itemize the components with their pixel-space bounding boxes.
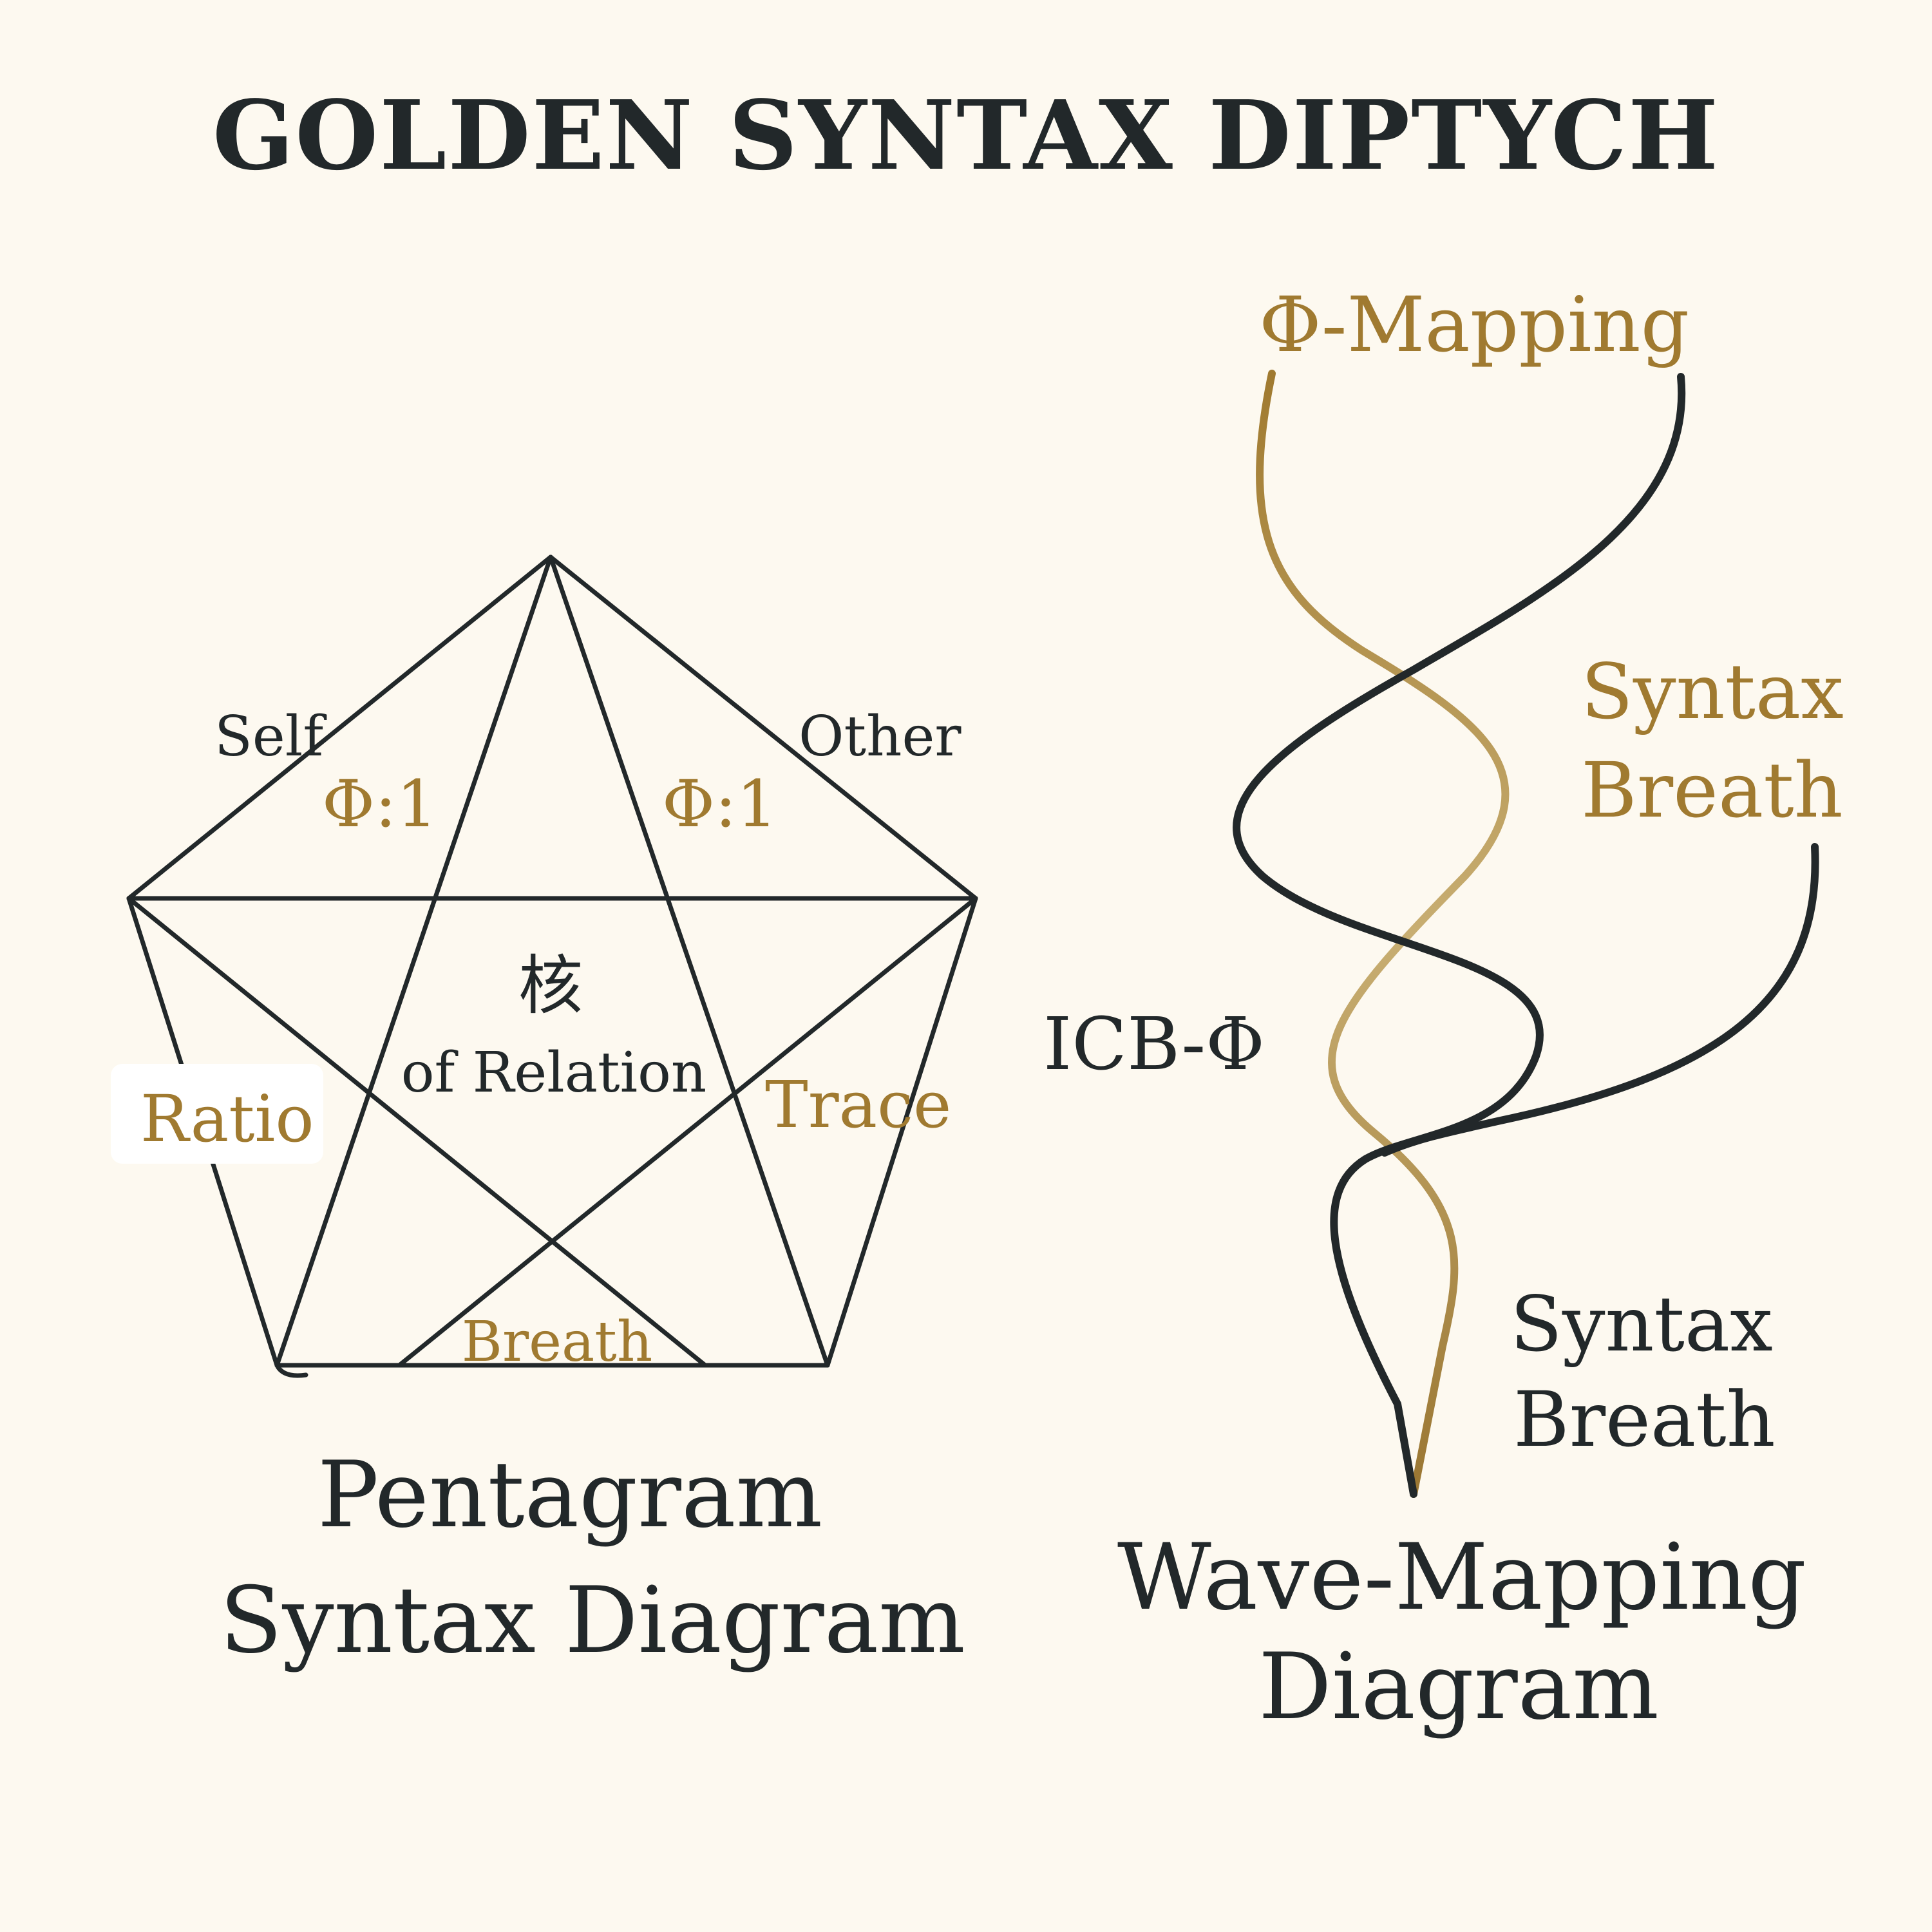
label-ratio: Ratio [140,1081,314,1157]
star-line-top-to-bottom-right [548,554,830,1368]
dark-wave-strand [1233,373,1686,1498]
wave-caption-line2: Diagram [1258,1634,1659,1740]
label-phi-ratio-left: Φ:1 [322,766,437,842]
label-icb-phi: ICB-Φ [1043,1003,1265,1086]
wave-caption-line1: Wave-Mapping [1117,1524,1806,1631]
label-syntax-breath-dark-line2: Breath [1513,1375,1776,1464]
pentagon-corner-flourish [274,1363,308,1378]
center-label: of Relation [401,1041,707,1105]
label-trace: Trace [765,1067,951,1142]
label-phi-mapping: Φ-Mapping [1259,280,1689,369]
gold-wave-strand [1256,370,1510,1498]
label-self: Self [214,705,327,769]
pentagram-caption-line1: Pentagram [317,1442,822,1548]
label-syntax-breath-gold-line1: Syntax [1581,647,1844,736]
pentagon-edge-right [825,896,978,1368]
label-syntax-breath-dark-line1: Syntax [1510,1280,1773,1368]
pentagon-edge-top-left [126,554,553,901]
pentagon-edge-top-right [548,554,978,901]
ratio-label-background [111,1064,323,1164]
label-phi-ratio-right: Φ:1 [662,766,777,842]
label-syntax-breath-gold-line2: Breath [1581,746,1843,835]
star-line-left-to-bottom [126,896,708,1368]
dark-tail-curve [1381,843,1819,1157]
label-other: Other [799,705,961,769]
center-kanji: 核 [518,948,583,1023]
star-line-right-to-bottom [397,896,978,1368]
star-line-top-to-bottom-left [274,554,553,1368]
wave-mapping-diagram: Φ-Mapping Syntax Breath ICB-Φ Syntax Bre… [1043,280,1844,1740]
pentagram-caption-line2: Syntax Diagram [220,1567,965,1674]
label-breath: Breath [462,1310,652,1374]
pentagram-diagram: Self Other Φ:1 Φ:1 核 of Relation Ratio T… [111,554,978,1674]
diptych-title: GOLDEN SYNTAX DIPTYCH [213,79,1719,191]
